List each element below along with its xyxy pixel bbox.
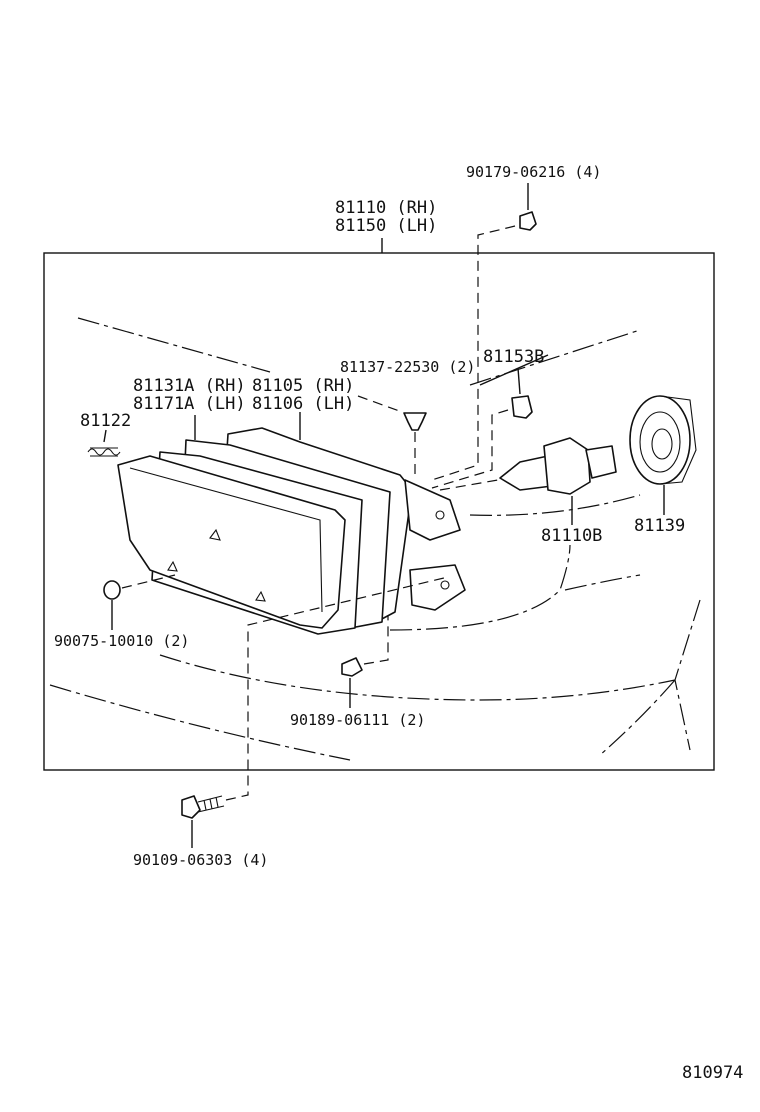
label-bulb: 81110B — [541, 526, 603, 546]
bulb-glass — [499, 455, 553, 491]
body-contour-low2 — [49, 684, 351, 761]
label-socket-cover: 81153B — [483, 347, 545, 367]
label-spring: 81122 — [80, 411, 132, 431]
housing-bracket-lower — [409, 564, 466, 611]
label-dust-cover: 81139 — [634, 516, 686, 536]
washer-dash — [121, 574, 176, 589]
housing-bracket-upper — [404, 479, 461, 541]
washer-part — [103, 580, 121, 600]
bulb-socket — [585, 445, 617, 479]
dust-cover-back — [659, 395, 697, 485]
lens-inner-edge — [129, 467, 323, 613]
dust-cover-core — [651, 428, 673, 460]
diagram-id: 810974 — [682, 1063, 744, 1083]
label-lens-lh: 81171A (LH) — [133, 394, 246, 414]
body-contour-side — [564, 574, 641, 591]
socket-cover-part — [511, 395, 533, 419]
label-assy-lh: 81150 (LH) — [335, 216, 438, 236]
label-assy-rh: 81110 (RH) — [335, 198, 438, 218]
body-contour-curve — [389, 544, 571, 631]
lens-mark-3 — [255, 590, 266, 602]
label-housing-rh: 81105 (RH) — [252, 376, 355, 396]
label-washer: 90075-10010 (2) — [54, 632, 190, 650]
spring-leader — [103, 429, 107, 443]
dust-cover-inner — [639, 411, 681, 473]
bulb-dash — [439, 479, 499, 491]
label-housing-lh: 81106 (LH) — [252, 394, 355, 414]
lens-mark-1 — [209, 528, 221, 541]
socket-cover-dash — [431, 409, 509, 489]
spring-part — [87, 447, 121, 457]
socket-cover-leader2 — [479, 354, 549, 386]
bracket-hole-1 — [435, 510, 445, 520]
bulb-base — [543, 437, 591, 495]
clip-dash — [357, 395, 403, 413]
nut-part — [341, 657, 363, 677]
label-nut: 90189-06111 (2) — [290, 711, 426, 729]
fender-contour — [674, 599, 701, 751]
lens-mark-2 — [167, 560, 178, 572]
label-lens-rh: 81131A (RH) — [133, 376, 246, 396]
socket-cover-leader — [517, 367, 521, 395]
bracket-hole-2 — [440, 580, 450, 590]
nut-dash — [363, 615, 389, 665]
bolt-dash — [225, 576, 449, 801]
body-contour-mid — [469, 494, 641, 516]
label-clip: 81137-22530 (2) — [340, 358, 476, 376]
bolt-shank — [197, 795, 225, 813]
label-bolt: 90109-06303 (4) — [133, 851, 269, 869]
body-contour-right — [469, 329, 641, 386]
body-contour-low1 — [159, 654, 676, 701]
fender-contour2 — [599, 679, 676, 756]
assembly-frame — [43, 252, 715, 771]
screw-top-part — [519, 211, 537, 231]
screw-top-dash — [431, 225, 516, 481]
clip-part — [403, 412, 427, 431]
dust-cover-rim — [629, 395, 691, 485]
label-screw-top: 90179-06216 (4) — [466, 163, 602, 181]
front-lens-part — [117, 455, 346, 629]
body-contour-upper — [77, 317, 271, 373]
bolt-head — [181, 795, 201, 819]
